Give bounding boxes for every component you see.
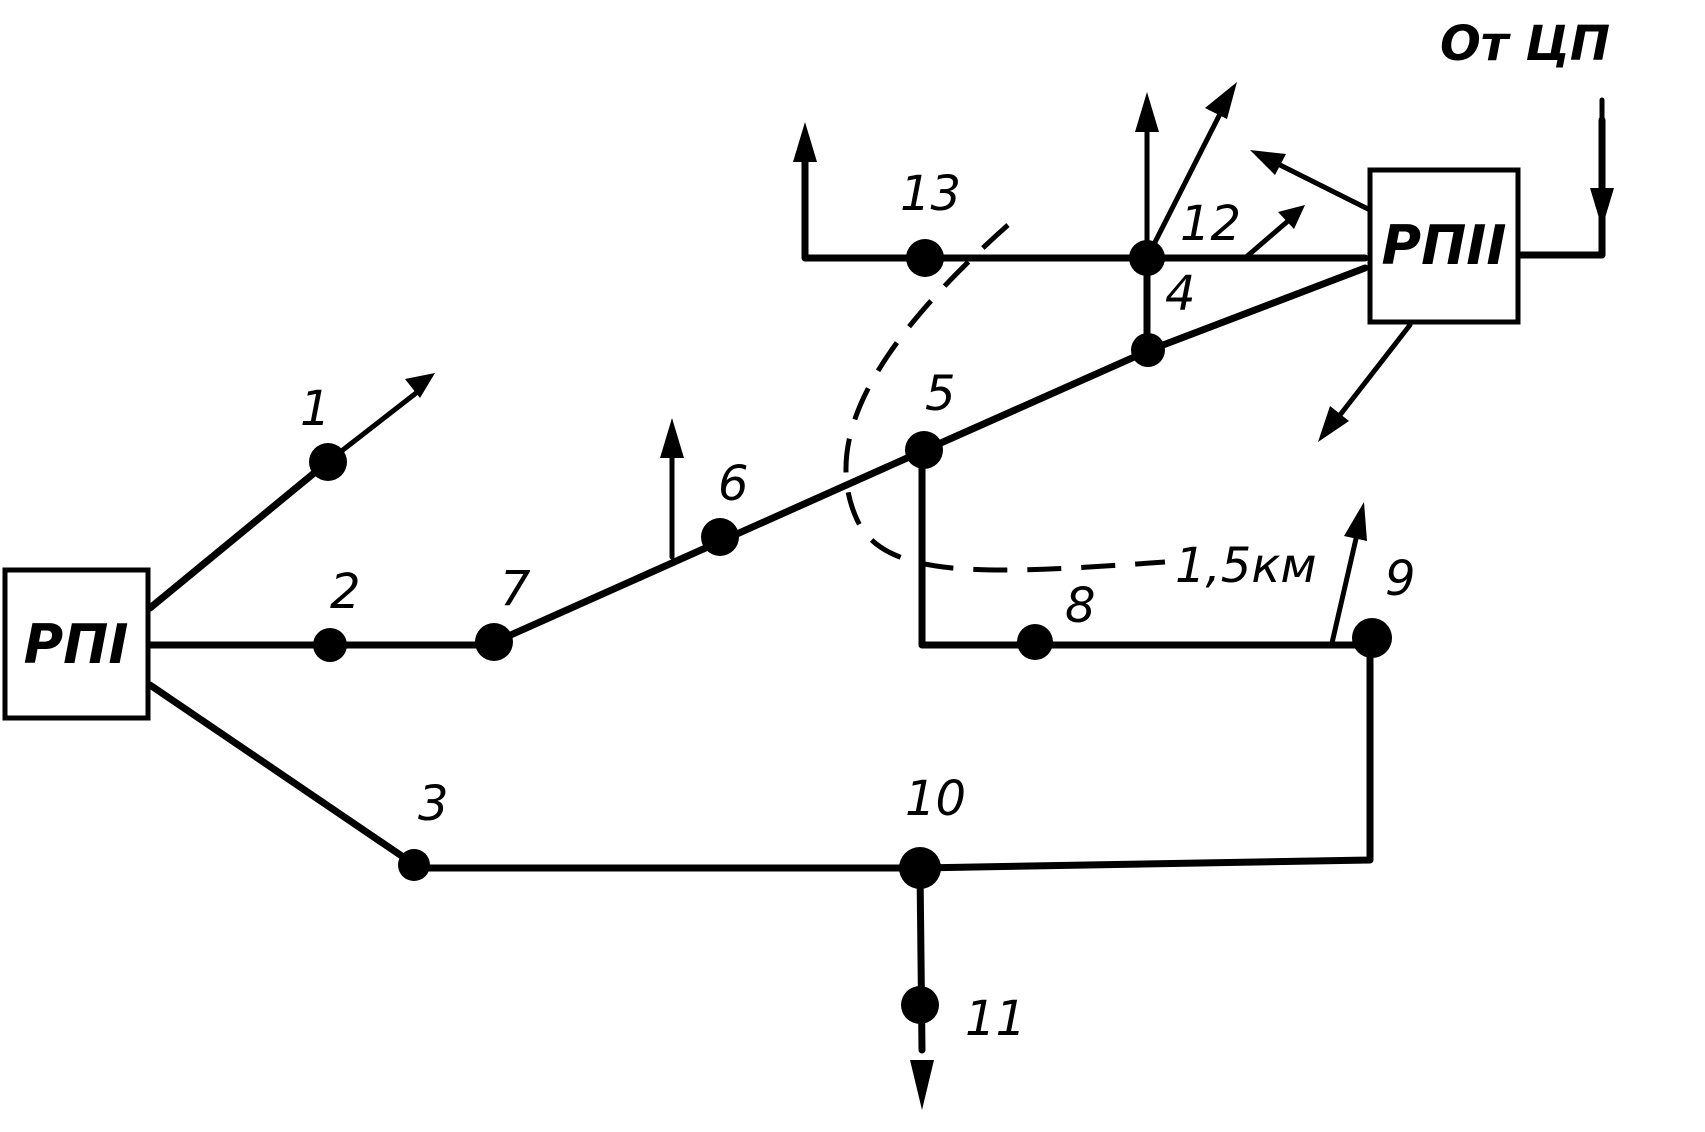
node-2	[313, 628, 347, 662]
arrow-head-node12-up	[1135, 92, 1159, 132]
wire-rp2-source	[1516, 116, 1606, 259]
node-11	[901, 986, 939, 1024]
node-5	[905, 431, 943, 469]
arrow-head-rp2-downleft	[1318, 406, 1349, 442]
node-9	[1352, 618, 1392, 658]
arrow-head-node12-diag	[1205, 82, 1237, 119]
node-label-2: 2	[330, 564, 361, 620]
node-label-1: 1	[300, 381, 331, 437]
rp2-box	[1367, 167, 1521, 325]
node-4	[1131, 333, 1165, 367]
arrow-line-rp2-upleft	[1277, 162, 1373, 213]
wire-rp1-node1	[146, 456, 334, 612]
node-label-12: 12	[1180, 196, 1241, 252]
arrow-head-node12-right	[1278, 205, 1305, 229]
node-12	[1129, 240, 1165, 276]
node-label-11: 11	[965, 991, 1026, 1047]
rp2-label: РПII	[1382, 214, 1507, 277]
node-label-13: 13	[900, 166, 961, 222]
radius-arc-1-5km	[843, 223, 1166, 573]
node-label-8: 8	[1065, 578, 1096, 634]
node-label-3: 3	[418, 776, 449, 832]
node-3	[398, 849, 430, 881]
wire-node5-node8-node9	[918, 446, 1374, 649]
arrow-head-node1	[405, 373, 435, 398]
node-label-10: 10	[905, 771, 966, 827]
arrow-heads	[405, 82, 1614, 1110]
arrow-line-rp2-downleft	[1337, 322, 1413, 418]
source-label: От ЦП	[1440, 16, 1610, 72]
arrow-line-node12-right	[1242, 212, 1298, 261]
wire-node3-node10-node9	[411, 636, 1374, 872]
node-labels: 1 2 3 4 5 6 7 8 9 10 11 12 13	[300, 166, 1416, 1047]
arrow-line-node9	[1329, 527, 1361, 646]
arrow-head-node11	[910, 1060, 934, 1110]
node-6	[701, 518, 739, 556]
node-label-9: 9	[1385, 551, 1416, 607]
nodes	[309, 239, 1392, 1024]
arrow-line-node1	[327, 387, 423, 463]
arrow-head-node13	[793, 122, 817, 162]
arrow-head-source	[1590, 188, 1614, 228]
node-8	[1017, 624, 1053, 660]
rp1-label: РПI	[24, 613, 129, 676]
node-13	[906, 239, 944, 277]
arrow-head-rp2-upleft	[1250, 150, 1286, 175]
rp1-box	[2, 567, 151, 721]
node-10	[899, 847, 941, 889]
node-label-6: 6	[718, 456, 749, 512]
wire-node13-node12-rp2	[801, 144, 1369, 262]
node-label-7: 7	[500, 561, 531, 617]
arrow-head-node9	[1344, 502, 1367, 541]
node-label-4: 4	[1165, 266, 1196, 322]
arrow-head-node6	[660, 418, 684, 458]
node-label-5: 5	[925, 366, 956, 422]
arrow-line-node12-diag	[1144, 107, 1225, 261]
node-1	[309, 443, 347, 481]
distance-label: 1,5км	[1175, 538, 1317, 594]
node-7	[475, 623, 513, 661]
wire-rp1-node3	[146, 681, 419, 869]
